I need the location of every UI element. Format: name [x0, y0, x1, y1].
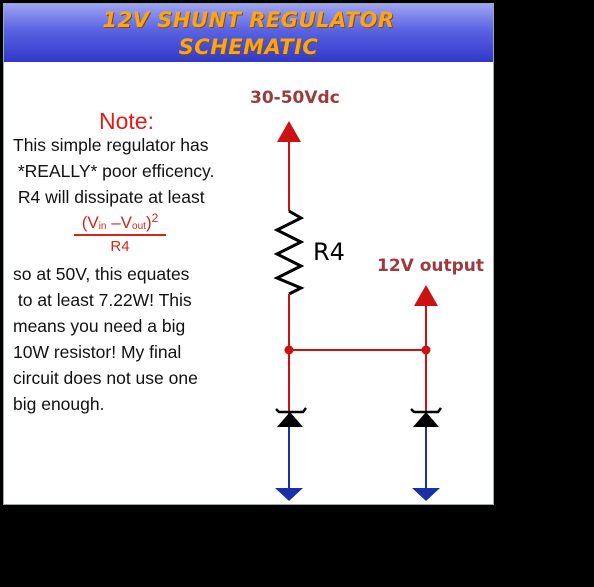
output-voltage-label: 12V output: [377, 256, 484, 276]
regulator-schematic: 30-50Vdc R4 12V output: [250, 88, 484, 501]
output-arrow-icon: [414, 285, 438, 306]
resistor-r4: [273, 209, 305, 296]
formula-numerator: (Vin –Vout)2: [74, 211, 166, 236]
zener-diode-right: [410, 407, 442, 427]
note-line: big enough.: [13, 394, 105, 414]
supply-voltage-label: 30-50Vdc: [250, 88, 340, 108]
note-heading: Note:: [99, 108, 154, 134]
title-line-1: 12V SHUNT REGULATOR: [102, 8, 395, 32]
supply-arrow-icon: [277, 121, 301, 142]
power-formula: (Vin –Vout)2 R4: [74, 211, 166, 255]
title-banner: 12V SHUNT REGULATOR SCHEMATIC: [4, 4, 493, 62]
resistor-label: R4: [313, 238, 345, 266]
diagram-card: 12V SHUNT REGULATOR SCHEMATIC Note: This…: [3, 3, 494, 505]
note-line: *REALLY* poor efficency.: [13, 161, 215, 181]
ground-icon: [412, 488, 440, 501]
zener-diode-left: [275, 407, 307, 427]
junction-dot: [284, 345, 294, 355]
note-line: 10W resistor! My final: [13, 342, 182, 362]
note-line: This simple regulator has: [13, 135, 209, 155]
title-line-2: SCHEMATIC: [178, 35, 319, 59]
note-line: R4 will dissipate at least: [13, 187, 205, 207]
note-line: to at least 7.22W! This: [13, 290, 192, 310]
note-line: circuit does not use one: [13, 368, 198, 388]
ground-icon: [275, 488, 303, 501]
formula-denominator: R4: [110, 238, 130, 255]
note-line: so at 50V, this equates: [13, 264, 190, 284]
note-line: means you need a big: [13, 316, 186, 336]
